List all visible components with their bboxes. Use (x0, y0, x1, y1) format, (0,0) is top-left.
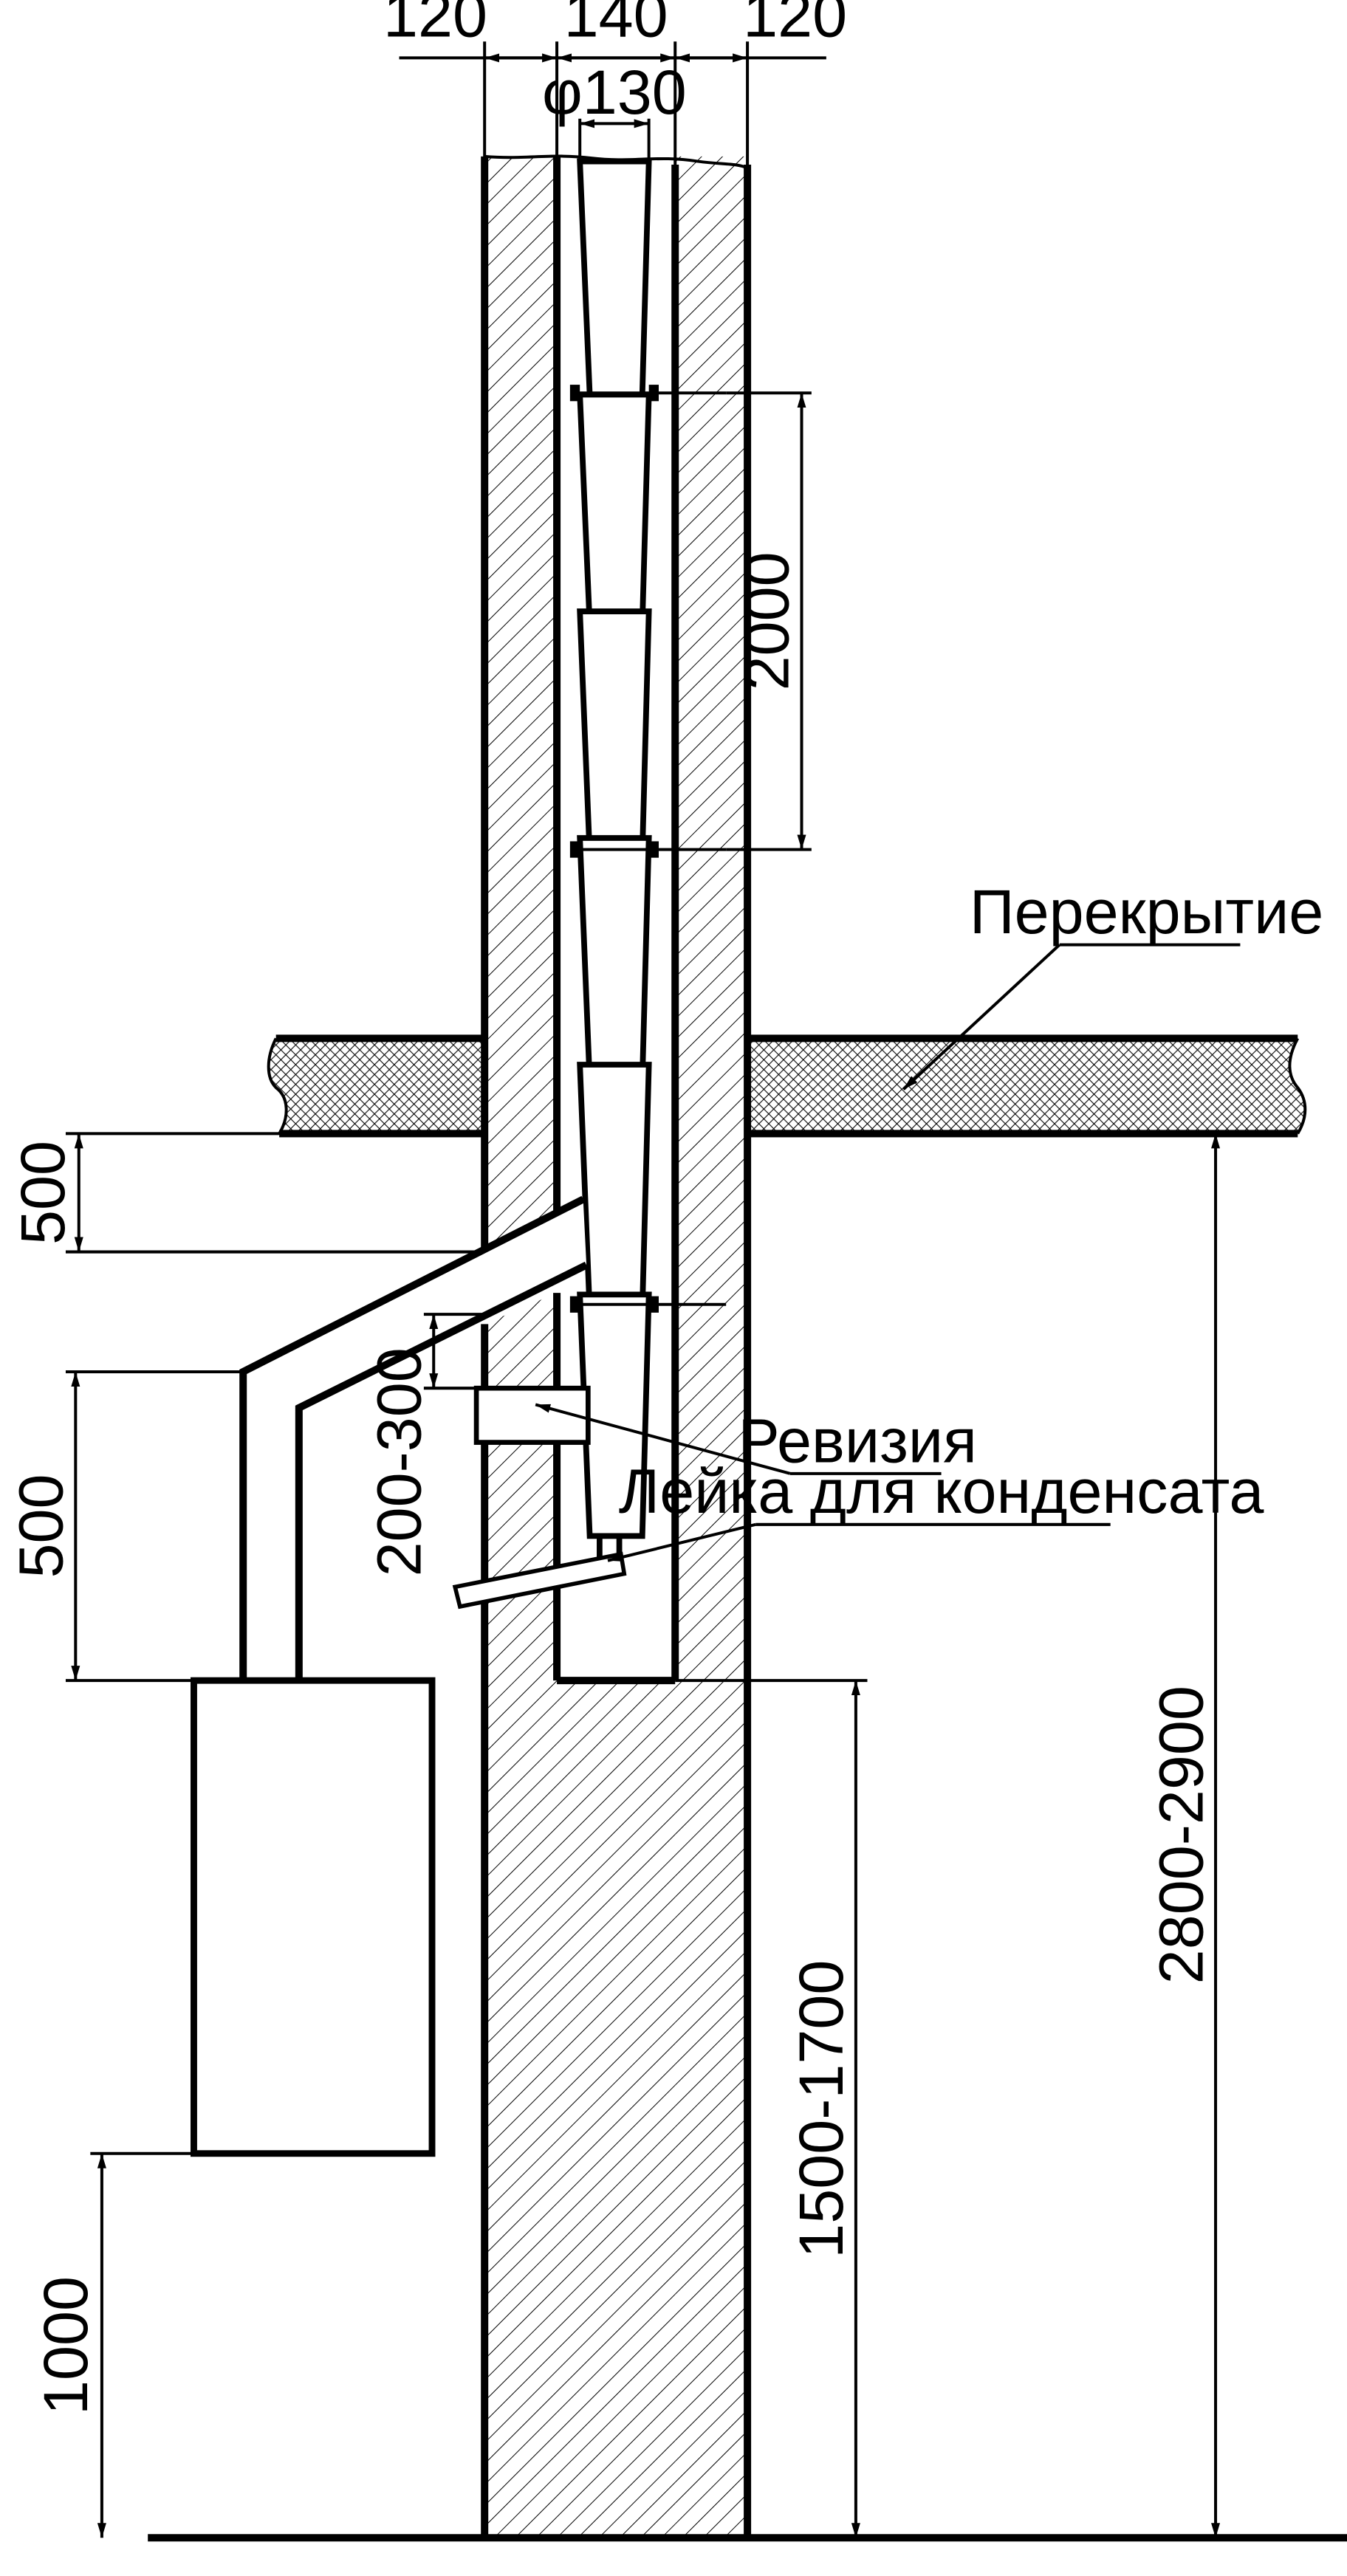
clamp-3 (569, 1296, 727, 1313)
dim-wall-left: 120 (383, 0, 487, 50)
clamp-1 (569, 385, 727, 402)
shaft-walls (148, 154, 1347, 2542)
dim-boiler-bottom: 1000 (30, 2276, 100, 2415)
dim-channel: 140 (564, 0, 668, 50)
pipe-segment-6 (577, 1291, 652, 1539)
label-revision: Ревизия (738, 1405, 977, 1475)
pipe-segment-2 (577, 391, 652, 628)
floor-slab (267, 1034, 1307, 1138)
dim-slab-to-connector: 500 (7, 1141, 78, 1245)
label-condensate: Лейка для конденсата (619, 1456, 1264, 1526)
dim-clamp-spacing: 2000 (732, 552, 802, 690)
boiler (191, 1677, 436, 2157)
label-slab: Перекрытие (970, 876, 1323, 947)
condensate-tray (452, 1551, 627, 1610)
wall-clamps (569, 385, 727, 1313)
dim-connector-to-boiler: 500 (6, 1474, 76, 1579)
dim-revision-offset: 200-300 (363, 1347, 433, 1576)
dim-wall-right: 120 (743, 0, 847, 50)
pipe-segment-5 (577, 1062, 652, 1314)
pipe-segment-4 (577, 835, 652, 1085)
dim-pipe-diameter: φ130 (542, 57, 687, 127)
dimensions: 120 140 120 φ130 2000 500 500 200-300 28… (6, 0, 1298, 2538)
dim-channel-bottom: 1500-1700 (786, 1960, 856, 2259)
pipe-segment-1 (577, 158, 652, 398)
labels: Перекрытие Ревизия Лейка для конденсата (535, 876, 1323, 1562)
chimney-pipe (577, 158, 652, 1562)
pipe-segment-3 (577, 608, 652, 858)
dim-floor-height: 2800-2900 (1145, 1686, 1216, 1984)
clamp-2 (569, 841, 727, 858)
